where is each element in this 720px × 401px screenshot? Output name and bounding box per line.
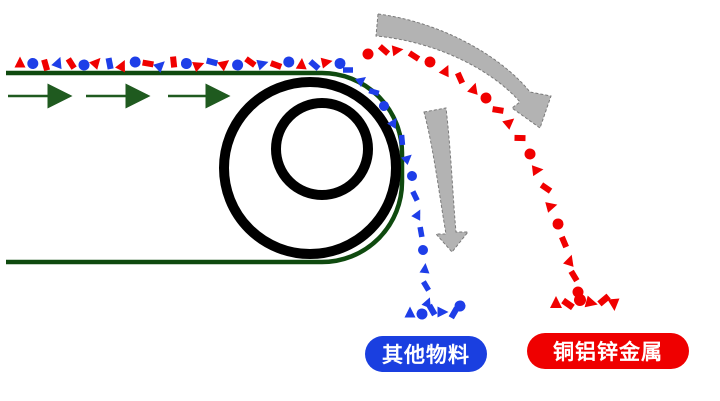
particle: [89, 57, 101, 70]
particle: [438, 65, 449, 78]
particle: [368, 87, 380, 97]
particle: [387, 117, 397, 129]
outer-roller: [219, 77, 401, 259]
curved-arrow-icon: [375, 13, 552, 129]
particle: [404, 306, 416, 318]
particle: [334, 58, 346, 69]
particle: [170, 56, 178, 68]
particle: [552, 218, 564, 230]
particle: [51, 56, 62, 70]
particle: [559, 235, 569, 249]
particle: [27, 58, 39, 69]
particle: [153, 61, 165, 73]
particle: [467, 82, 478, 95]
particle: [232, 59, 244, 71]
particle: [502, 118, 515, 130]
particle: [514, 134, 526, 142]
particle: [524, 148, 536, 160]
particle: [217, 60, 230, 72]
particle: [256, 59, 269, 71]
trajectory-arrows: [375, 13, 552, 253]
particle: [379, 101, 389, 111]
particle: [105, 57, 114, 70]
particle: [545, 202, 558, 213]
particle: [411, 209, 421, 221]
particle: [320, 57, 333, 69]
inner-magnet-rotor: [271, 98, 373, 200]
particle: [421, 280, 431, 292]
particle: [539, 182, 553, 194]
belt-outline: [6, 70, 405, 265]
particle: [574, 294, 586, 306]
particle: [407, 50, 421, 62]
eddy-current-roller-icon: [219, 77, 401, 259]
particle: [419, 263, 430, 274]
particle: [142, 59, 154, 68]
particle: [398, 134, 406, 146]
particle: [531, 165, 544, 177]
particle: [14, 56, 26, 68]
particle: [65, 57, 77, 70]
particle: [584, 295, 598, 308]
other-material-label: 其他物料: [365, 336, 487, 372]
particle: [129, 56, 141, 68]
particle: [426, 303, 438, 317]
particle: [407, 171, 417, 181]
particle: [480, 92, 492, 104]
particle: [416, 308, 428, 320]
particle: [354, 76, 366, 88]
particle: [362, 48, 374, 60]
particle: [41, 58, 51, 72]
particle: [308, 59, 321, 71]
particle: [115, 60, 125, 73]
particle: [568, 269, 580, 283]
particle: [192, 61, 205, 73]
particle: [454, 71, 466, 85]
particle: [563, 254, 574, 267]
particle: [343, 67, 353, 73]
metal-particles: [14, 44, 620, 311]
particle: [377, 44, 391, 56]
particle: [437, 306, 449, 318]
particle: [550, 296, 562, 308]
particle: [283, 56, 295, 68]
curved-arrow-icon: [423, 107, 470, 253]
particle: [492, 106, 504, 114]
particle: [410, 190, 420, 202]
conveyor-belt-icon: [6, 70, 405, 265]
particle: [205, 57, 219, 67]
other-material-particles: [27, 56, 466, 320]
particle: [597, 293, 611, 307]
particle: [418, 245, 428, 255]
particle: [417, 226, 425, 238]
particle: [269, 60, 283, 70]
particle: [391, 45, 404, 57]
metal-label: 铜铝锌金属: [527, 333, 689, 369]
particle: [561, 297, 575, 311]
particle: [454, 300, 466, 312]
particle: [244, 56, 257, 68]
particle: [78, 59, 90, 71]
particle: [295, 58, 307, 70]
particle: [424, 56, 436, 68]
particle: [607, 298, 620, 311]
particle: [400, 154, 412, 166]
particle: [180, 58, 192, 69]
